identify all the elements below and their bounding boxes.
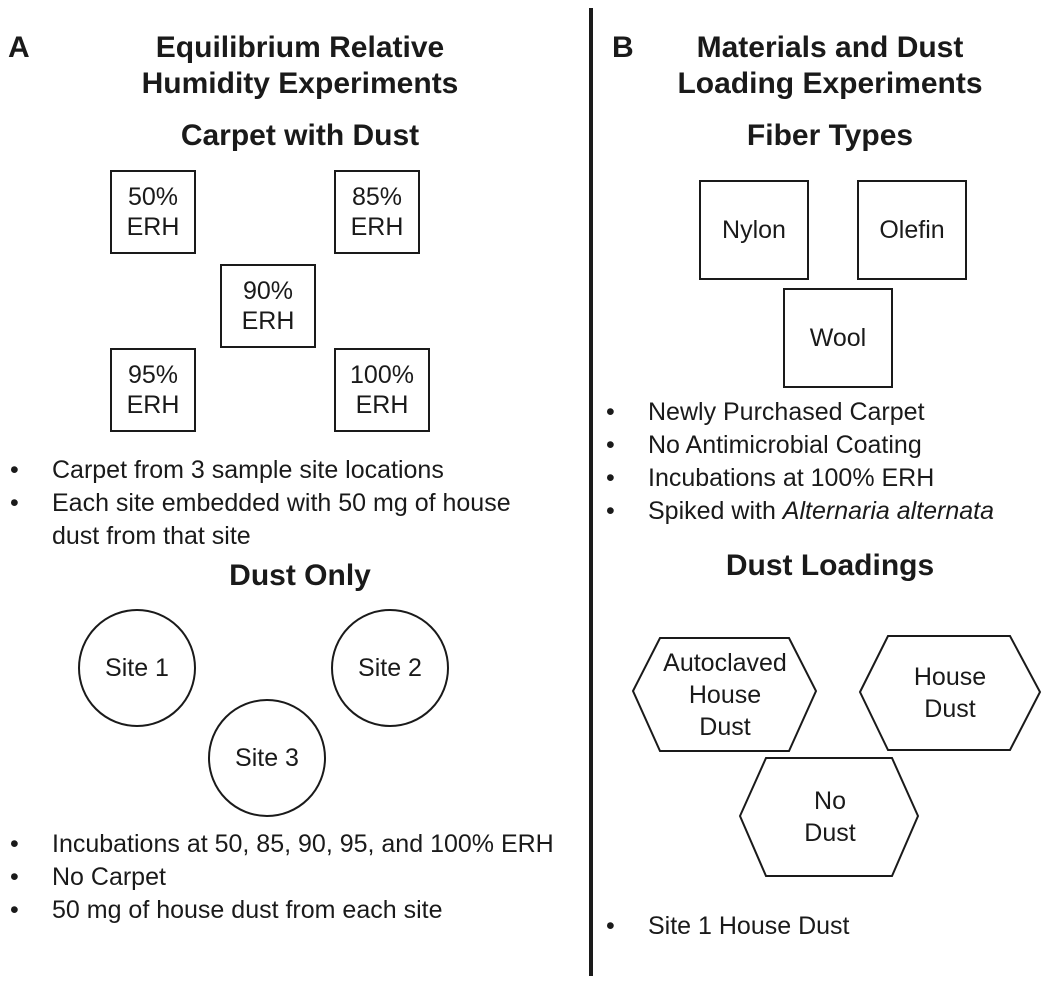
wool-box: Wool xyxy=(783,288,893,388)
panel-a-title-line1: Equilibrium Relative xyxy=(155,31,445,64)
fiber-types-heading: Fiber Types xyxy=(746,119,914,152)
bullet-glyph: • xyxy=(10,456,19,484)
fiber-bullet-text: Incubations at 100% ERH xyxy=(648,464,935,492)
dust-only-bullet-list: • Incubations at 50, 85, 90, 95, and 100… xyxy=(10,828,570,927)
dust-loading-bullet-list: • Site 1 House Dust xyxy=(606,910,1026,943)
no-dust-hexagon xyxy=(738,757,920,877)
list-item: • No Antimicrobial Coating xyxy=(606,429,1046,462)
panel-a-title: Equilibrium Relative Humidity Experiment… xyxy=(40,30,560,102)
bullet-glyph: • xyxy=(10,896,19,924)
erh-100-box: 100% ERH xyxy=(334,348,430,432)
bullet-glyph: • xyxy=(606,912,615,940)
bullet-glyph: • xyxy=(10,863,19,891)
nylon-box: Nylon xyxy=(699,180,809,280)
list-item: • Incubations at 100% ERH xyxy=(606,462,1046,495)
panel-b-title-line2: Loading Experiments xyxy=(677,67,983,100)
list-item: • Carpet from 3 sample site locations xyxy=(10,454,530,487)
erh-50-box: 50% ERH xyxy=(110,170,196,254)
site-2-circle: Site 2 xyxy=(331,609,449,727)
list-item: • Newly Purchased Carpet xyxy=(606,396,1046,429)
bullet-glyph: • xyxy=(10,830,19,858)
house-dust-hexagon xyxy=(858,635,1042,751)
site-1-circle: Site 1 xyxy=(78,609,196,727)
bullet-glyph: • xyxy=(10,489,19,517)
list-item: • No Carpet xyxy=(10,861,570,894)
fiber-bullet-text: Newly Purchased Carpet xyxy=(648,398,925,426)
panel-b-title: Materials and Dust Loading Experiments xyxy=(620,30,1040,102)
dust-only-heading: Dust Only xyxy=(229,559,371,592)
panel-divider xyxy=(589,8,593,976)
spiked-prefix-text: Spiked with xyxy=(648,497,783,525)
erh-85-box: 85% ERH xyxy=(334,170,420,254)
no-dust-label: No Dust xyxy=(804,787,856,847)
bullet-glyph: • xyxy=(606,398,615,426)
panel-a-letter: A xyxy=(8,31,30,64)
species-name: Alternaria alternata xyxy=(782,497,995,525)
carpet-bullet-list: • Carpet from 3 sample site locations • … xyxy=(10,454,530,553)
bullet-glyph: • xyxy=(606,464,615,492)
list-item: • Site 1 House Dust xyxy=(606,910,1026,943)
list-item: • 50 mg of house dust from each site xyxy=(10,894,570,927)
fiber-bullet-list: • Newly Purchased Carpet • No Antimicrob… xyxy=(606,396,1046,528)
autoclaved-dust-label: Autoclaved House Dust xyxy=(663,649,787,741)
olefin-box: Olefin xyxy=(857,180,967,280)
dust-loading-bullet-text: Site 1 House Dust xyxy=(648,912,850,940)
house-dust-label: House Dust xyxy=(913,663,987,723)
carpet-bullet-text: Carpet from 3 sample site locations xyxy=(52,456,444,484)
dust-only-bullet-text: Incubations at 50, 85, 90, 95, and 100% … xyxy=(52,830,554,858)
panel-b-letter: B xyxy=(612,31,634,64)
bullet-glyph: • xyxy=(606,497,615,525)
dust-only-bullet-text: 50 mg of house dust from each site xyxy=(52,896,443,924)
dust-loadings-heading: Dust Loadings xyxy=(725,549,935,582)
fiber-bullet-text: No Antimicrobial Coating xyxy=(648,431,922,459)
bullet-glyph: • xyxy=(606,431,615,459)
panel-b-title-line1: Materials and Dust xyxy=(696,31,964,64)
erh-90-box: 90% ERH xyxy=(220,264,316,348)
site-3-circle: Site 3 xyxy=(208,699,326,817)
panel-a-title-line2: Humidity Experiments xyxy=(141,67,459,100)
erh-95-box: 95% ERH xyxy=(110,348,196,432)
list-item: • Each site embedded with 50 mg of house… xyxy=(10,487,522,553)
autoclaved-dust-hexagon xyxy=(631,637,818,752)
list-item: • Spiked with Alternaria alternata xyxy=(606,495,1046,528)
carpet-with-dust-heading: Carpet with Dust xyxy=(180,119,420,152)
dust-only-bullet-text: No Carpet xyxy=(52,863,166,891)
carpet-bullet-text: Each site embedded with 50 mg of house d… xyxy=(52,489,511,550)
list-item: • Incubations at 50, 85, 90, 95, and 100… xyxy=(10,828,572,861)
